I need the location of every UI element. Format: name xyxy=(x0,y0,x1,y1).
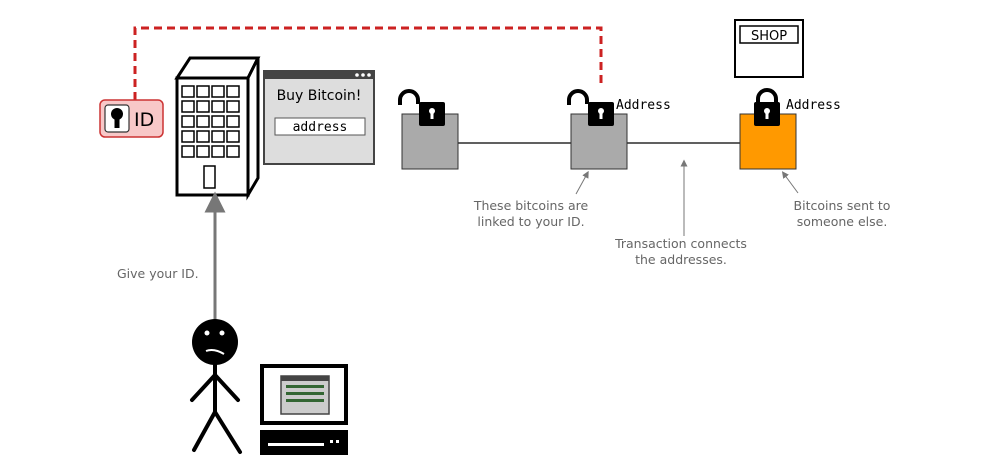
linked-text-line2: linked to your ID. xyxy=(477,214,584,229)
open-padlock-icon xyxy=(567,89,614,126)
closed-padlock-icon xyxy=(754,88,780,126)
face xyxy=(204,330,225,355)
give-id-text: Give your ID. xyxy=(117,266,199,281)
sent-text-line2: someone else. xyxy=(797,214,888,229)
right-address-label: Address xyxy=(786,98,841,113)
open-padlock-icon xyxy=(398,89,445,126)
id-card: ID xyxy=(99,99,164,138)
id-card-label: ID xyxy=(134,109,154,131)
exchange-window: Buy Bitcoin! address xyxy=(263,70,375,165)
transaction-text-line2: the addresses. xyxy=(635,252,727,267)
linked-arrow xyxy=(575,170,589,195)
shop-sign: SHOP xyxy=(734,19,804,78)
sent-arrow xyxy=(781,171,799,194)
middle-address-label: Address xyxy=(616,98,671,113)
person-icon xyxy=(190,319,242,454)
exchange-window-title: Buy Bitcoin! xyxy=(277,88,362,104)
keyhole-icon xyxy=(111,108,123,128)
computer-icon xyxy=(260,364,348,455)
building-windows xyxy=(181,85,240,189)
transaction-text-line1: Transaction connects xyxy=(614,236,747,251)
linked-text-line1: These bitcoins are xyxy=(473,198,589,213)
shop-label: SHOP xyxy=(751,29,787,44)
id-link-dashed-line xyxy=(133,26,603,100)
sent-text-line1: Bitcoins sent to xyxy=(794,198,891,213)
exchange-address-field: address xyxy=(293,120,348,135)
